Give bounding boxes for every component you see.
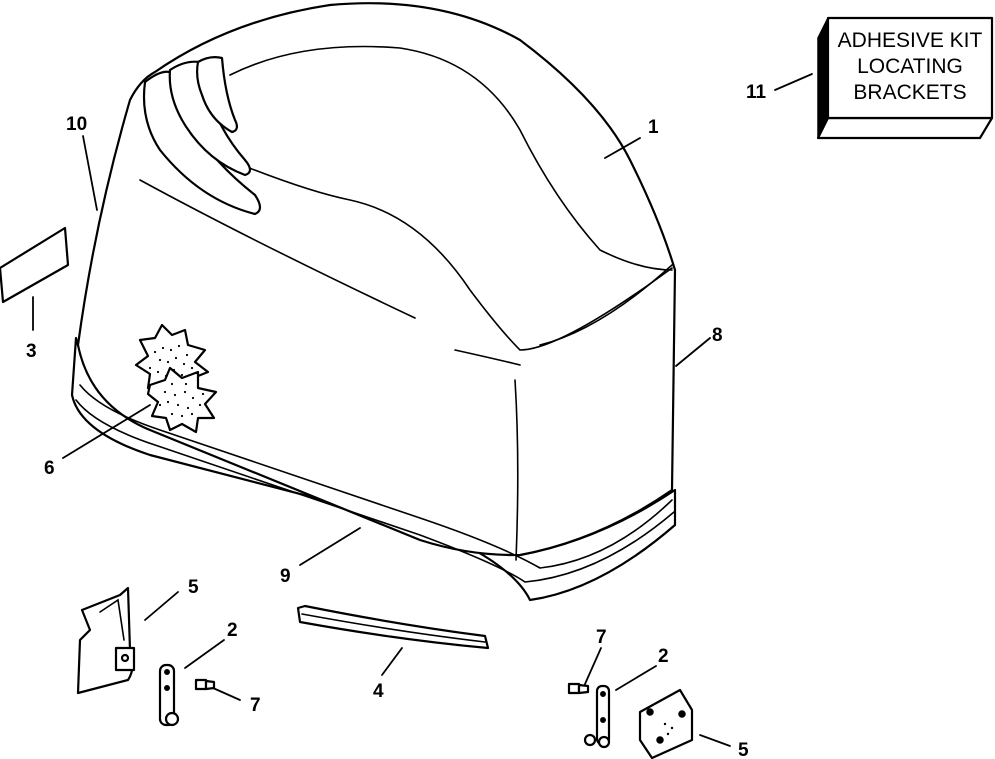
engine-cover <box>70 2 677 602</box>
callout-7-right: 7 <box>596 627 607 648</box>
decal-part-3 <box>0 226 70 304</box>
screw-left <box>194 678 216 691</box>
callout-2-right: 2 <box>658 646 669 667</box>
cover-side-crease <box>454 349 521 366</box>
callout-7-left: 7 <box>250 695 261 716</box>
cover-dome-contour <box>229 45 673 271</box>
kit-label-line2: LOCATING <box>857 55 963 78</box>
callout-11: 11 <box>746 82 767 103</box>
bracket-left <box>76 586 136 695</box>
callout-10: 10 <box>66 114 87 135</box>
foam-pad-lower <box>146 366 218 434</box>
screw-right <box>567 682 590 695</box>
kit-label-line3: BRACKETS <box>853 81 966 104</box>
air-intake-louvers <box>142 56 262 216</box>
callout-3: 3 <box>26 341 37 362</box>
callout-6: 6 <box>44 458 55 479</box>
cover-vertical-crease <box>514 379 519 561</box>
callout-numbers: 1 2 2 3 4 5 5 6 7 7 8 9 10 11 <box>26 82 767 759</box>
callout-5-left: 5 <box>188 577 199 598</box>
cover-shoulder-line <box>139 179 416 319</box>
leader-lines <box>32 73 813 747</box>
callout-2-left: 2 <box>227 620 238 641</box>
callout-9: 9 <box>280 566 291 587</box>
foam-pad-decal <box>134 323 218 434</box>
seal-strip <box>296 604 490 650</box>
foam-pad-texture <box>148 344 205 418</box>
callout-1: 1 <box>648 117 659 138</box>
bracket-right <box>638 688 694 759</box>
cover-seam-upper <box>79 384 673 569</box>
callout-5-right: 5 <box>738 740 749 759</box>
strap-left <box>158 663 180 727</box>
callout-8: 8 <box>712 325 723 346</box>
cover-front-crease <box>539 264 673 346</box>
callout-4: 4 <box>373 681 384 702</box>
kit-label-line1: ADHESIVE KIT <box>838 29 983 52</box>
adhesive-kit-box: ADHESIVE KIT LOCATING BRACKETS <box>816 16 994 140</box>
strap-right <box>583 684 611 749</box>
